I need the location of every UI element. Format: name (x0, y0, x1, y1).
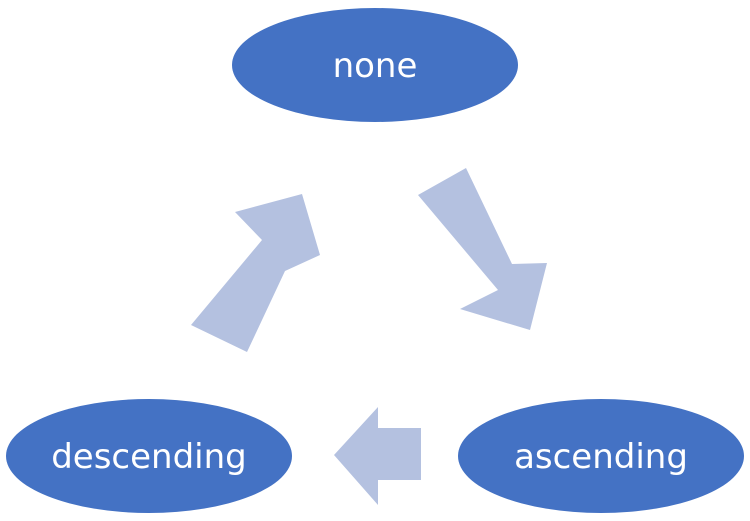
node-ascending-label: ascending (514, 437, 688, 477)
node-descending: descending (6, 399, 292, 513)
node-ascending: ascending (458, 399, 744, 513)
arrow-ascending-to-descending (334, 407, 421, 505)
node-ascending-shape (458, 399, 744, 513)
arrow-none-to-ascending (418, 168, 547, 330)
node-none-shape (232, 8, 518, 122)
arrow-descending-to-none (191, 194, 320, 352)
node-none-label: none (333, 46, 418, 86)
node-none: none (232, 8, 518, 122)
node-descending-shape (6, 399, 292, 513)
node-descending-label: descending (51, 437, 247, 477)
